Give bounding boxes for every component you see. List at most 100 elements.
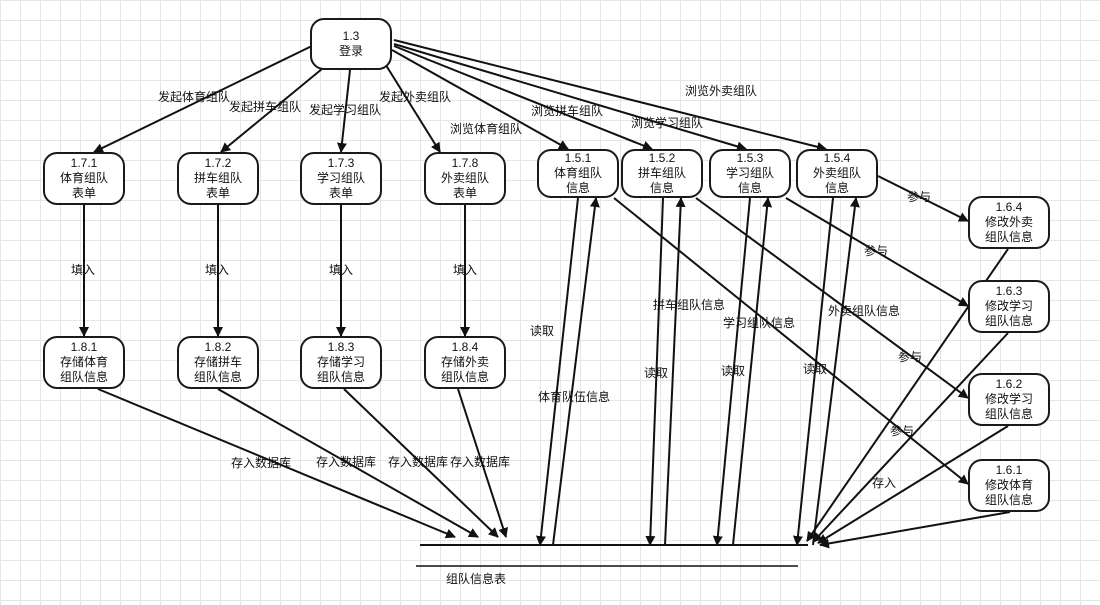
- node-label-line: 体育组队: [553, 166, 602, 180]
- node-study-info[interactable]: 1.5.3 学习组队 信息: [709, 149, 791, 198]
- node-label-line: 体育组队: [59, 171, 108, 185]
- node-id: 1.8.3: [327, 340, 355, 354]
- node-id: 1.7.1: [70, 156, 98, 170]
- edge-store-1-8-3: [343, 388, 499, 538]
- edge-login-to-1-5-4: [393, 39, 827, 152]
- node-label-line: 表单: [328, 186, 353, 200]
- node-id: 1.6.4: [995, 200, 1023, 214]
- node-label-line: 外卖组队: [812, 166, 861, 180]
- node-label-line: 修改学习: [984, 392, 1033, 406]
- node-label-line: 信息: [649, 181, 674, 195]
- edge-label-store-db-2: 存入数据库: [316, 455, 377, 469]
- node-id: 1.5.1: [564, 151, 592, 165]
- node-label-line: 存储学习: [316, 355, 365, 369]
- edge-read-4: [792, 197, 834, 546]
- edge-label-launch-carpool: 发起拼车组队: [229, 100, 302, 114]
- edge-label-takeout-team-info: 外卖组队信息: [828, 304, 901, 318]
- edge-label-read-4: 读取: [803, 362, 828, 376]
- node-label-line: 存储体育: [59, 355, 108, 369]
- edge-label-sports-team-info: 体育队伍信息: [538, 390, 611, 404]
- node-modify-study-1[interactable]: 1.6.3 修改学习 组队信息: [968, 280, 1050, 333]
- edge-info-2: [664, 197, 686, 546]
- node-login[interactable]: 1.3 登录: [310, 18, 392, 70]
- edge-login-to-1-5-2: [393, 45, 653, 151]
- edge-label-store-in: 存入: [872, 476, 897, 490]
- edge-store-1-6-3: [812, 332, 1009, 543]
- node-id: 1.5.4: [823, 151, 851, 165]
- edge-label-carpool-team-info: 拼车组队信息: [653, 298, 726, 312]
- edge-label-read-1: 读取: [530, 324, 555, 338]
- edge-login-to-1-7-3: [337, 69, 351, 153]
- edge-label-fill-1: 填入: [71, 263, 96, 277]
- node-id: 1.5.3: [736, 151, 764, 165]
- edge-label-study-team-info: 学习组队信息: [723, 316, 796, 330]
- node-label-line: 学习组队: [725, 166, 774, 180]
- node-label-line: 拼车组队: [193, 171, 242, 185]
- node-study-form[interactable]: 1.7.3 学习组队 表单: [300, 152, 382, 205]
- node-id: 1.8.4: [451, 340, 479, 354]
- edge-label-browse-sports: 浏览体育组队: [450, 122, 523, 136]
- edge-store-1-6-1: [819, 511, 1011, 549]
- edge-login-to-1-7-1: [93, 43, 317, 153]
- edge-store-1-8-1: [97, 388, 456, 539]
- node-modify-study-2[interactable]: 1.6.2 修改学习 组队信息: [968, 373, 1050, 426]
- edge-read-3: [712, 197, 751, 546]
- edge-store-1-8-2: [217, 388, 479, 538]
- node-store-carpool[interactable]: 1.8.2 存储拼车 组队信息: [177, 336, 259, 389]
- node-store-study[interactable]: 1.8.3 存储学习 组队信息: [300, 336, 382, 389]
- node-store-takeout[interactable]: 1.8.4 存储外卖 组队信息: [424, 336, 506, 389]
- edge-label-read-2: 读取: [644, 366, 669, 380]
- node-id: 1.7.3: [327, 156, 355, 170]
- node-modify-sports[interactable]: 1.6.1 修改体育 组队信息: [968, 459, 1050, 512]
- edge-label-browse-carpool: 浏览拼车组队: [531, 104, 604, 118]
- edge-info-3: [732, 197, 773, 546]
- edge-label-read-3: 读取: [721, 364, 746, 378]
- node-modify-takeout[interactable]: 1.6.4 修改外卖 组队信息: [968, 196, 1050, 249]
- edge-join-1-5-4-to-1-6-4: [877, 175, 969, 222]
- node-label-line: 组队信息: [316, 370, 365, 384]
- edge-read-1: [536, 197, 579, 546]
- node-label-line: 修改学习: [984, 299, 1033, 313]
- edge-label-join-4: 参与: [890, 424, 915, 438]
- node-label-line: 存储外卖: [440, 355, 489, 369]
- node-label-line: 组队信息: [984, 493, 1033, 507]
- node-label-line: 组队信息: [984, 314, 1033, 328]
- node-label-line: 学习组队: [316, 171, 365, 185]
- node-label-line: 组队信息: [984, 407, 1033, 421]
- node-label-line: 修改外卖: [984, 215, 1033, 229]
- node-takeout-info[interactable]: 1.5.4 外卖组队 信息: [796, 149, 878, 198]
- node-id: 1.6.2: [995, 377, 1023, 391]
- node-id: 1.6.3: [995, 284, 1023, 298]
- node-login-id: 1.3: [342, 29, 360, 43]
- edge-label-fill-3: 填入: [329, 263, 354, 277]
- node-carpool-info[interactable]: 1.5.2 拼车组队 信息: [621, 149, 703, 198]
- edge-store-1-8-4: [457, 388, 508, 538]
- edge-login-to-1-7-2: [220, 63, 329, 153]
- node-sports-info[interactable]: 1.5.1 体育组队 信息: [537, 149, 619, 198]
- edge-join-1-5-1-to-1-6-1: [613, 197, 969, 485]
- edge-join-1-5-3-to-1-6-3: [785, 197, 969, 307]
- node-label-line: 组队信息: [193, 370, 242, 384]
- node-label-line: 信息: [737, 181, 762, 195]
- node-sports-form[interactable]: 1.7.1 体育组队 表单: [43, 152, 125, 205]
- edge-info-4: [812, 197, 860, 546]
- node-label-line: 拼车组队: [637, 166, 686, 180]
- edge-read-2: [645, 197, 664, 546]
- node-id: 1.7.2: [204, 156, 232, 170]
- node-id: 1.6.1: [995, 463, 1023, 477]
- edge-label-join-3: 参与: [898, 350, 923, 364]
- node-takeout-form[interactable]: 1.7.8 外卖组队 表单: [424, 152, 506, 205]
- edge-login-to-1-5-1: [391, 49, 569, 150]
- node-id: 1.8.2: [204, 340, 232, 354]
- edge-label-store-db-1: 存入数据库: [231, 456, 292, 470]
- edge-label-join-1: 参与: [907, 190, 932, 204]
- node-carpool-form[interactable]: 1.7.2 拼车组队 表单: [177, 152, 259, 205]
- node-id: 1.5.2: [648, 151, 676, 165]
- edge-label-browse-study: 浏览学习组队: [631, 116, 704, 130]
- node-id: 1.8.1: [70, 340, 98, 354]
- edge-login-to-1-5-3: [393, 43, 747, 152]
- edge-label-fill-4: 填入: [453, 263, 478, 277]
- node-store-sports[interactable]: 1.8.1 存储体育 组队信息: [43, 336, 125, 389]
- edge-info-1: [552, 197, 600, 546]
